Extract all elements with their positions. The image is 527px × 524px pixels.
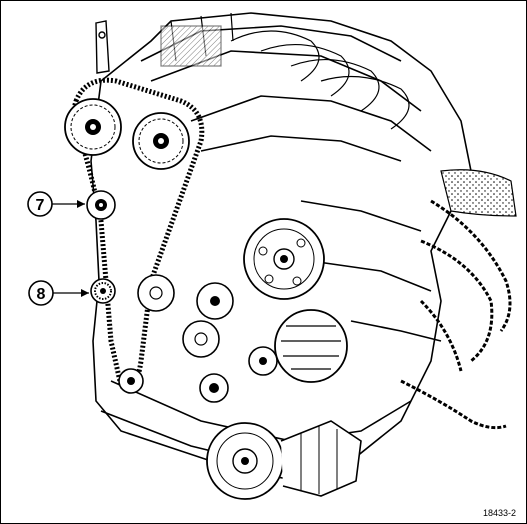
- intake-manifold: [160, 12, 410, 130]
- callout-8: 8: [28, 280, 89, 306]
- callout-7-arrowhead: [77, 200, 85, 208]
- wiring-harness: [400, 199, 512, 430]
- tensioner-roller: [86, 190, 116, 220]
- idler-roller: [90, 278, 116, 304]
- callout-7-label: 7: [36, 197, 45, 214]
- figure-reference-code: 18433-2: [483, 508, 516, 518]
- idler-pulley-lower: [182, 320, 220, 358]
- coolant-hose: [440, 169, 517, 217]
- crankshaft-sprocket: [118, 368, 144, 394]
- alternator-pulley: [248, 346, 278, 376]
- idler-pulley-upper: [196, 282, 234, 320]
- callout-8-arrowhead: [81, 289, 89, 297]
- ac-compressor-clutch: [206, 422, 284, 500]
- ac-compressor-body: [280, 420, 362, 497]
- camshaft-sprocket-right: [132, 112, 190, 170]
- power-steering-pulley: [243, 218, 325, 300]
- callout-7: 7: [27, 191, 85, 217]
- lifting-bracket: [95, 20, 110, 74]
- tensioner-pulley-lower: [199, 373, 229, 403]
- alternator: [274, 309, 348, 383]
- water-pump-pulley: [137, 274, 175, 312]
- callout-8-label: 8: [37, 286, 46, 303]
- camshaft-sprocket-left: [64, 98, 122, 156]
